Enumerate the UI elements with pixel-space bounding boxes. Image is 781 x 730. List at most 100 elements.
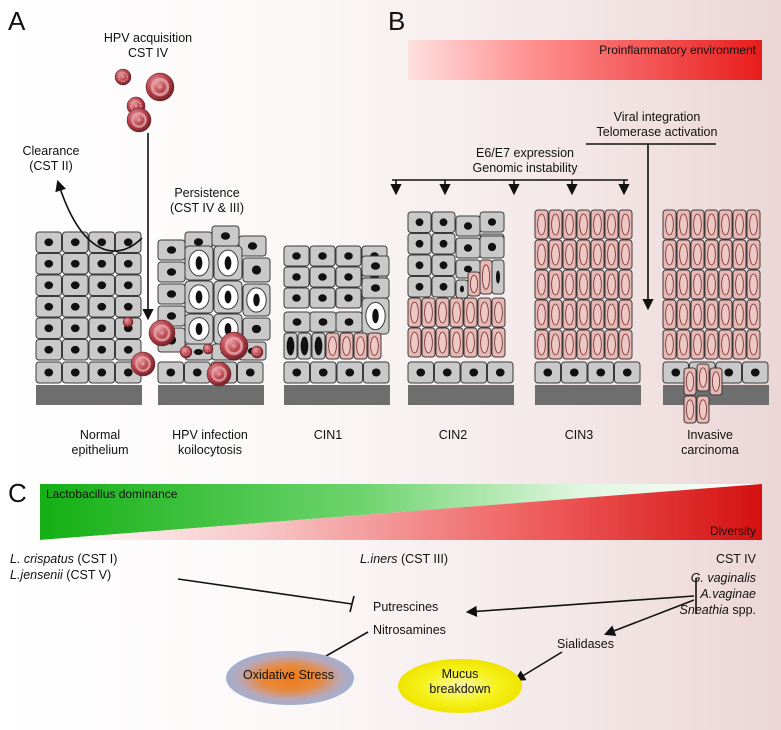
cell	[62, 296, 89, 318]
cell	[576, 299, 591, 330]
capsomere	[131, 116, 135, 119]
dysplastic-nucleus	[424, 301, 433, 324]
cst-i-v-inhibition	[177, 578, 353, 605]
hpv-virion	[114, 68, 132, 86]
cell	[361, 297, 390, 335]
dysplastic-nucleus	[621, 333, 630, 356]
capsomere	[135, 124, 138, 128]
dysplastic-nucleus	[711, 371, 721, 392]
dysplastic-nucleus	[665, 273, 674, 296]
dysplastic-nucleus	[356, 336, 365, 356]
cell	[115, 253, 142, 275]
capsomere	[132, 113, 136, 117]
stage-label-cin2: CIN2	[438, 428, 468, 442]
cell	[213, 280, 243, 314]
cell	[604, 209, 619, 240]
capsomere	[141, 362, 145, 366]
dysplastic-nucleus	[621, 213, 630, 236]
capsomere	[147, 365, 151, 368]
cell	[435, 327, 450, 358]
atypical-nucleus	[286, 336, 295, 356]
capsomere	[132, 100, 135, 103]
cell	[407, 233, 432, 255]
dysplastic-nucleus	[466, 331, 475, 354]
cell	[184, 280, 214, 314]
nucleus	[97, 238, 107, 247]
cell	[242, 257, 271, 283]
oxidative-stress-ellipse	[226, 651, 354, 705]
nucleus	[344, 294, 353, 302]
dysplastic-nucleus	[607, 243, 616, 266]
capsomere	[124, 320, 127, 322]
capsomere	[253, 348, 256, 351]
cell	[732, 209, 747, 240]
cell	[676, 209, 691, 240]
dysplastic-nucleus	[466, 301, 475, 324]
capsomere	[147, 360, 151, 363]
dysplastic-nucleus	[593, 303, 602, 326]
cell	[242, 283, 271, 317]
nucleus	[495, 368, 505, 377]
capsomere	[204, 349, 207, 351]
capsomere	[144, 368, 147, 372]
cell	[431, 233, 456, 255]
cell	[283, 332, 298, 360]
nucleus	[487, 218, 497, 226]
cell	[449, 297, 464, 328]
nucleus	[724, 368, 734, 377]
cell	[746, 209, 761, 240]
dysplastic-nucleus	[665, 303, 674, 326]
dysplastic-nucleus	[565, 303, 574, 326]
capsomere	[222, 367, 226, 371]
dysplastic-nucleus	[480, 301, 489, 324]
cell	[283, 287, 310, 309]
hpv-virion	[179, 345, 193, 359]
hpv-virion	[145, 72, 175, 102]
nucleus	[44, 324, 54, 333]
capsomere	[185, 354, 187, 357]
capsomere	[167, 331, 171, 335]
cell	[604, 239, 619, 270]
cell	[562, 239, 577, 270]
cell	[690, 329, 705, 360]
capsomere	[135, 360, 139, 363]
capsomere	[125, 78, 128, 81]
cell	[676, 299, 691, 330]
capsomere	[130, 102, 133, 105]
cell	[479, 235, 505, 259]
capsomere	[159, 92, 164, 97]
nucleus	[253, 293, 260, 307]
capsomere	[140, 124, 143, 128]
cell	[35, 339, 62, 361]
dysplastic-nucleus	[537, 303, 546, 326]
dysplastic-nucleus	[537, 273, 546, 296]
cell	[431, 211, 456, 233]
dysplastic-nucleus	[693, 303, 702, 326]
capsomere	[185, 351, 187, 353]
nucleus	[70, 324, 80, 333]
cell	[732, 329, 747, 360]
cell	[88, 317, 115, 339]
capsomere	[144, 356, 147, 360]
cell	[676, 329, 691, 360]
capsomere	[137, 100, 140, 103]
cell	[548, 239, 563, 270]
capsomere	[117, 76, 120, 78]
nucleus	[123, 281, 133, 290]
dysplastic-nucleus	[749, 213, 758, 236]
nucleus	[318, 294, 327, 302]
capsomere	[233, 351, 238, 356]
hpv-virion	[148, 319, 176, 347]
dysplastic-nucleus	[565, 273, 574, 296]
cell	[62, 253, 89, 275]
dysplastic-nucleus	[665, 243, 674, 266]
dysplastic-nucleus	[693, 333, 702, 356]
capsomere	[144, 118, 148, 122]
nucleus	[166, 246, 177, 254]
dysplastic-nucleus	[607, 273, 616, 296]
capsomere	[134, 99, 138, 103]
nucleus	[70, 259, 80, 268]
cell	[35, 317, 62, 339]
